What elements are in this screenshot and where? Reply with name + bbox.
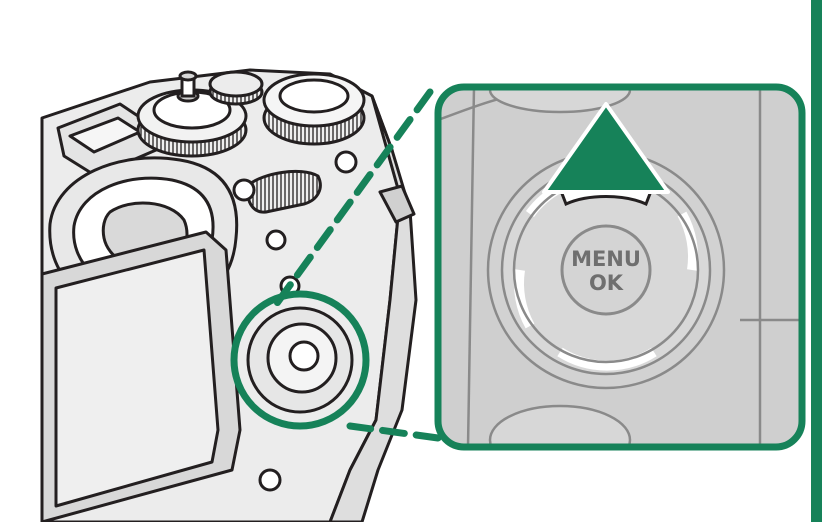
up-triangle-icon — [542, 102, 670, 194]
top-dials — [136, 70, 366, 158]
zoom-panel: MENU OK — [434, 83, 806, 451]
camera-body — [40, 68, 418, 522]
callout-connector — [230, 88, 442, 442]
page-edge-bar — [811, 0, 822, 522]
menu-ok-label-line2: OK — [589, 271, 624, 295]
selector-highlight-circle — [230, 290, 370, 430]
menu-ok-label-line1: MENU — [571, 247, 641, 271]
